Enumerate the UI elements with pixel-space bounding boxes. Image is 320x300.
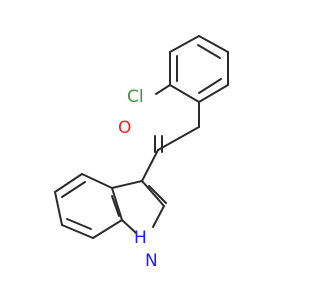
oxygen-label: O bbox=[118, 118, 131, 138]
chlorine-label: Cl bbox=[127, 87, 144, 107]
bond-carbonyl-to-indole bbox=[141, 149, 159, 182]
chlorophenyl-ring bbox=[169, 35, 229, 103]
bond bbox=[148, 185, 167, 204]
nitrogen-label: N bbox=[145, 251, 158, 271]
bond bbox=[198, 84, 229, 103]
bond bbox=[141, 180, 165, 207]
bond bbox=[61, 181, 86, 198]
bond bbox=[66, 218, 92, 230]
bond bbox=[169, 35, 200, 53]
bond-to-chlorine bbox=[155, 84, 171, 95]
indole-ring bbox=[54, 173, 167, 239]
bond bbox=[121, 219, 137, 234]
structure-diagram: Cl O H N bbox=[54, 35, 229, 271]
bond bbox=[198, 78, 222, 94]
bond bbox=[152, 205, 165, 228]
bond bbox=[81, 173, 113, 189]
bond bbox=[92, 219, 123, 239]
carbonyl bbox=[154, 135, 163, 153]
bond bbox=[198, 35, 229, 53]
bond-ch2-to-carbonyl bbox=[157, 126, 200, 151]
bond bbox=[111, 195, 120, 217]
bond bbox=[111, 187, 123, 221]
bond bbox=[54, 173, 83, 193]
nitrogen-hydrogen-label: H bbox=[134, 228, 147, 248]
bond bbox=[54, 191, 63, 226]
bond bbox=[111, 180, 143, 189]
bond bbox=[61, 224, 94, 239]
bond bbox=[169, 84, 200, 103]
bond bbox=[197, 44, 221, 59]
